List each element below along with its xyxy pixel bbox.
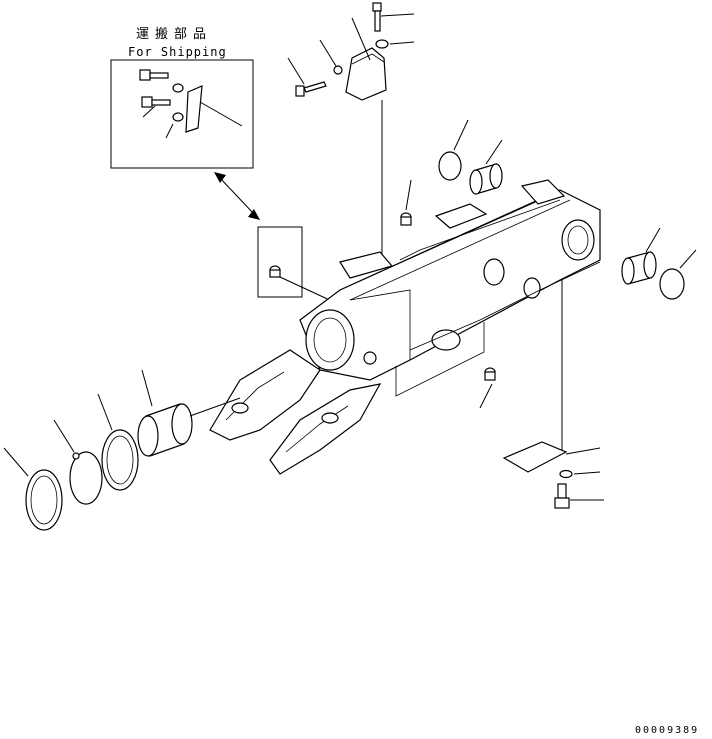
shipping-bracket: [185, 85, 203, 133]
snap-ring: [53, 419, 103, 505]
drawing-id: 00009389: [635, 725, 699, 736]
drain-plug: [479, 367, 496, 409]
plug-inset-box: [257, 226, 303, 298]
shipping-parts-group: 運搬部品 For Shipping: [110, 27, 254, 169]
bottom-cover-assembly: [502, 280, 604, 509]
frame-plug: [400, 179, 412, 226]
shipping-parts-box: [110, 59, 254, 169]
inset-plug: [269, 265, 281, 278]
top-bearing-assembly: [287, 2, 415, 260]
lower-bracket-outline: [395, 322, 485, 397]
double-arrow: [214, 172, 260, 220]
shipping-label-jp: 運搬部品: [136, 27, 212, 42]
rear-bushing-seal: [621, 227, 697, 300]
front-bushing: [137, 369, 241, 457]
upper-seal-bushing: [438, 119, 503, 195]
seal-ring-2: [3, 447, 63, 531]
shipping-bolt-2: [141, 96, 184, 122]
main-frame: [299, 179, 601, 381]
shipping-label-en: For Shipping: [128, 45, 227, 59]
shipping-bolt-1: [139, 69, 184, 93]
seal-ring-1: [97, 393, 139, 491]
frame-arms: [209, 349, 382, 475]
